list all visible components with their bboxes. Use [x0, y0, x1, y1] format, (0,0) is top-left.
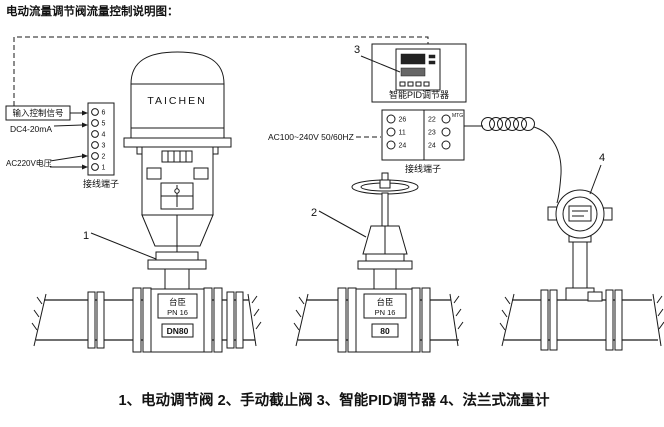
terminal-number: 24 [428, 143, 436, 150]
signal-type-label: DC4-20mA [10, 124, 52, 134]
callouts: 1 2 3 4 [83, 44, 605, 260]
callout-2: 2 [311, 207, 317, 219]
actuator-dome [130, 51, 225, 85]
pid-terminal-label: 接线端子 [405, 163, 441, 174]
terminal-block-label: 接线端子 [83, 178, 119, 189]
valve-nameplate [157, 293, 198, 319]
arrow-icon [82, 153, 88, 159]
pid-name: 智能PID调节器 [389, 89, 449, 100]
manual-valve: 台臣 PN 16 80 [337, 172, 431, 353]
valve-brand: 台臣 [169, 297, 186, 307]
pid-display-sv [400, 67, 426, 77]
control-wiring-dashed [13, 36, 429, 138]
callout-3: 3 [354, 44, 360, 56]
terminal-number: 6 [102, 110, 106, 117]
terminal-number: 23 [428, 130, 436, 137]
terminal-number: 24 [399, 143, 407, 150]
terminal-number: 4 [102, 132, 106, 139]
legend-caption: 1、电动调节阀 2、手动截止阀 3、智能PID调节器 4、法兰式流量计 [118, 391, 550, 409]
actuator-brand: TAICHEN [147, 95, 206, 107]
terminal-number: 2 [102, 154, 106, 161]
terminal-number: 22 [428, 117, 436, 124]
valve-dn: 80 [380, 326, 390, 336]
meter-display [568, 205, 592, 222]
terminal-number: 26 [399, 117, 407, 124]
page-title: 电动流量调节阀流量控制说明图： [6, 4, 179, 18]
arrow-icon [82, 164, 88, 170]
signal-labels: 输入控制信号 DC4-20mA AC220V电压 [5, 105, 88, 170]
pid-terminal-block: AC100~240V 50/60HZ 26 11 24 22 23 24 MTG… [268, 109, 465, 174]
valve-pn: PN 16 [167, 308, 188, 317]
electric-actuator: TAICHEN [123, 51, 232, 290]
terminal-number: 1 [102, 165, 106, 172]
mtg-label: MTG [452, 113, 463, 119]
pid-display-pv [400, 53, 426, 65]
callout-1: 1 [83, 230, 89, 242]
callout-4: 4 [599, 152, 605, 164]
valve-pn: PN 16 [375, 308, 396, 317]
electric-valve-body: 台臣 PN 16 DN80 [132, 287, 223, 353]
coil-cable [464, 117, 562, 204]
terminal-number: 5 [102, 121, 106, 128]
valve-nameplate [363, 293, 407, 319]
pid-power-label: AC100~240V 50/60HZ [268, 132, 354, 142]
arrow-icon [82, 122, 88, 128]
terminal-number: 11 [399, 130, 406, 137]
valve-dn: DN80 [167, 326, 189, 336]
flow-meter [540, 189, 623, 351]
power-label: AC220V电压 [6, 158, 52, 168]
left-terminal-block: 6 5 4 3 2 1 接线端子 [83, 102, 119, 189]
valve-brand: 台臣 [376, 297, 393, 307]
arrow-icon [82, 110, 88, 116]
actuator-body [130, 83, 225, 139]
pid-controller: 智能PID调节器 [371, 43, 467, 103]
input-signal-label: 输入控制信号 [12, 108, 63, 118]
terminal-number: 3 [102, 143, 106, 150]
